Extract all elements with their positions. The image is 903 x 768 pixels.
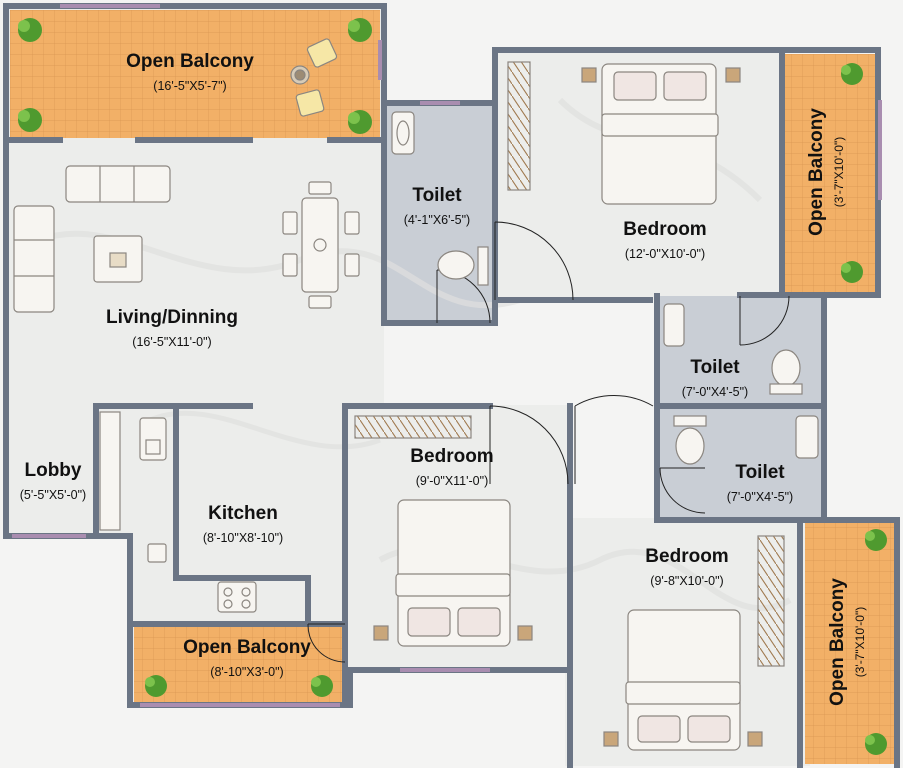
plant-icon — [865, 529, 887, 551]
walls — [3, 3, 900, 768]
wc-icon — [673, 415, 707, 465]
balcony-kitchen-floor — [134, 626, 342, 702]
sofa-icon — [65, 165, 171, 203]
chair-icon — [290, 38, 338, 117]
door-swing-icon — [489, 405, 569, 485]
stove-icon — [217, 581, 257, 613]
plant-icon — [18, 18, 42, 42]
bed-icon — [373, 499, 533, 647]
plant-icon — [18, 108, 42, 132]
furniture — [13, 38, 819, 751]
sofa-icon — [13, 205, 55, 313]
bed-icon — [581, 63, 741, 205]
balcony-right-top-floor — [784, 54, 875, 292]
door-swing-icon — [739, 295, 790, 346]
windows — [12, 4, 882, 707]
plant-icon — [311, 675, 333, 697]
appliance — [147, 543, 167, 563]
door-swing-icon — [494, 221, 574, 301]
door-swing-icon — [574, 395, 654, 484]
plant-icon — [348, 18, 372, 42]
door-swing-icon — [307, 623, 346, 663]
wardrobe-icon — [757, 535, 785, 667]
balconies — [10, 10, 897, 764]
plants — [18, 18, 887, 755]
dining-table-icon — [282, 181, 360, 309]
balcony-top-floor — [10, 10, 380, 138]
plant-icon — [348, 110, 372, 134]
plant-icon — [841, 63, 863, 85]
plant-icon — [841, 261, 863, 283]
counter — [99, 411, 121, 531]
wardrobe-icon — [354, 415, 472, 439]
wc-icon — [437, 246, 489, 286]
door-swing-icon — [659, 467, 706, 514]
wardrobe-icon — [507, 61, 531, 191]
sink-icon — [795, 415, 819, 459]
balcony-right-bottom-floor — [805, 520, 897, 764]
sink-icon — [391, 111, 415, 155]
sink-icon — [663, 303, 685, 347]
plant-icon — [865, 733, 887, 755]
bed-icon — [603, 609, 763, 751]
doors — [307, 221, 790, 663]
plant-icon — [145, 675, 167, 697]
wc-icon — [769, 349, 803, 395]
sink-icon — [139, 417, 167, 461]
